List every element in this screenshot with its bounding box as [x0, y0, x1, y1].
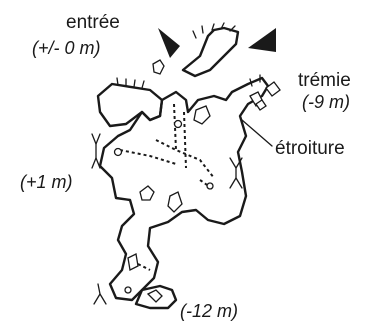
drop-lines — [119, 103, 215, 271]
overhang-hatch-left — [116, 77, 145, 89]
rock-pillar — [167, 191, 183, 213]
block-field — [113, 81, 281, 303]
shaft-label: trémie — [298, 70, 351, 91]
entrance-crest — [152, 22, 240, 78]
entrance-arrow-icon — [158, 28, 180, 58]
bottom-depth-label: (-12 m) — [180, 301, 238, 321]
boulder — [265, 81, 281, 97]
entrance-depth-label: (+/- 0 m) — [32, 38, 101, 58]
shaft-depth-label: (-9 m) — [302, 92, 350, 112]
station-marker — [206, 182, 214, 190]
station-marker — [124, 286, 132, 294]
cave-outline — [96, 74, 270, 310]
overhang-hatch — [192, 22, 236, 39]
station-marker — [113, 147, 123, 157]
entrance-label: entrée — [66, 12, 120, 33]
west-depth-label: (+1 m) — [20, 172, 73, 192]
boulder — [152, 59, 165, 75]
station-marker — [173, 119, 183, 129]
fork-icon-east — [229, 157, 243, 189]
rock-pillar-2 — [193, 105, 211, 125]
fork-icon-south — [93, 283, 107, 305]
boulder — [139, 185, 155, 201]
boulder — [255, 99, 267, 111]
overhang-hatch-shaft — [249, 74, 261, 87]
boulder — [146, 289, 163, 303]
fork-icon-west — [91, 133, 101, 169]
squeeze-label: étroiture — [275, 138, 345, 159]
rock-pillar-3 — [127, 253, 139, 271]
entrance-arrow-icon-2 — [248, 28, 276, 52]
squeeze-leader-line — [241, 119, 273, 147]
